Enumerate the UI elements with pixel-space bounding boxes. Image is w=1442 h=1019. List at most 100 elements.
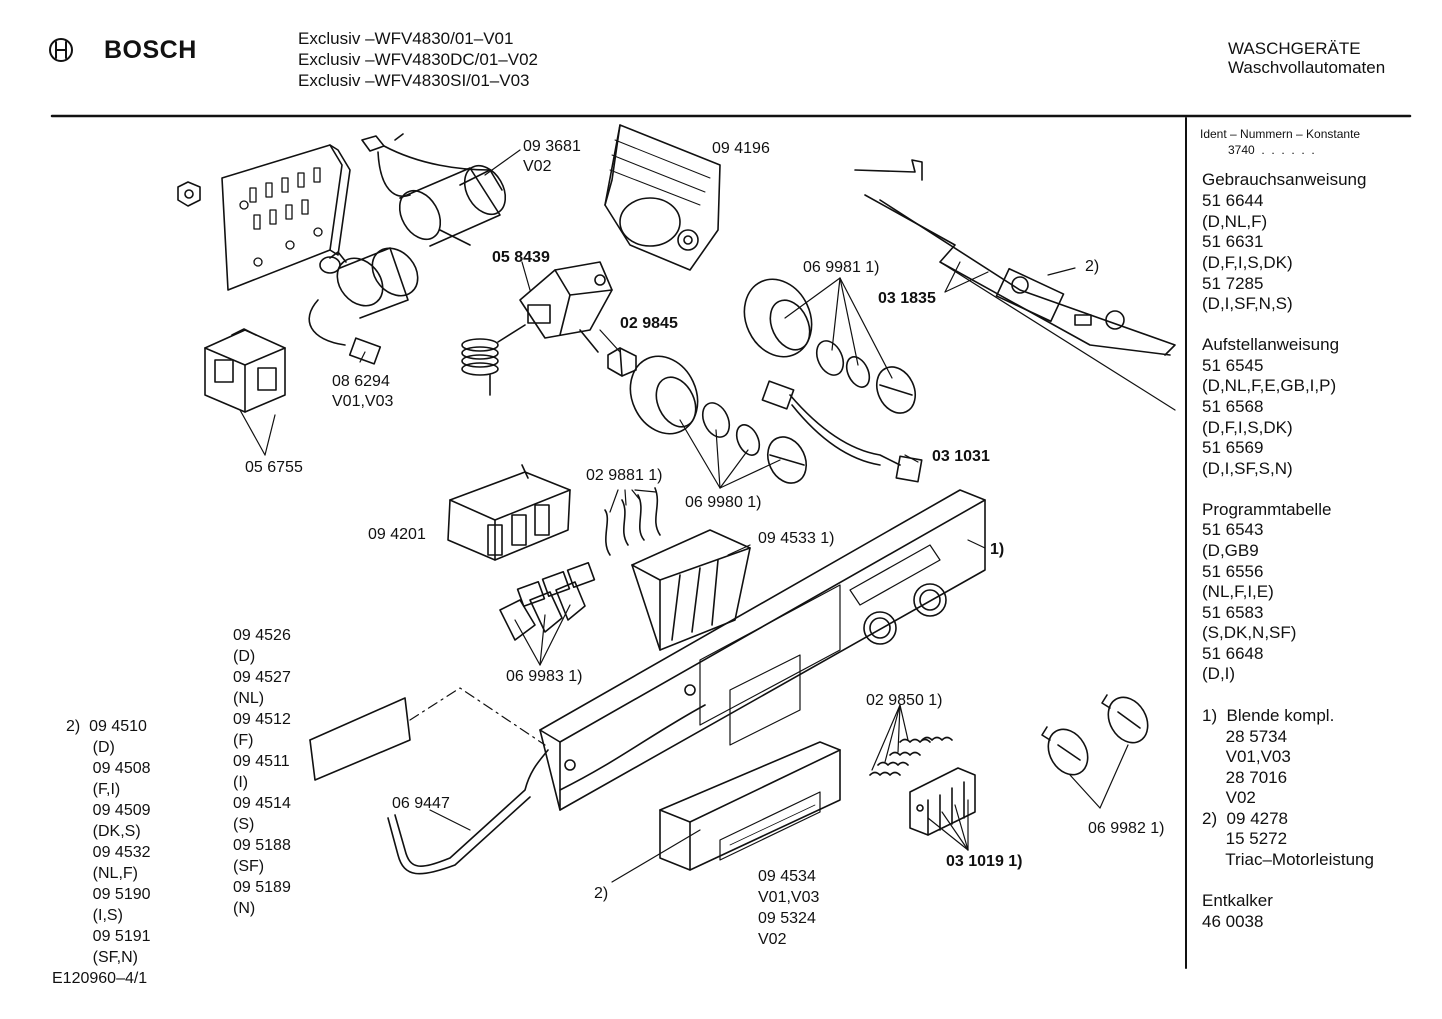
part-label: 02 9850 1) — [866, 692, 943, 709]
variant-line: (I) — [233, 774, 249, 791]
programm-line: 51 6583 — [1202, 603, 1264, 622]
model-line-1: Exclusiv –WFV4830/01–V01 — [298, 29, 514, 48]
connector-part-029845 — [608, 348, 636, 376]
programm-title: Programmtabelle — [1202, 500, 1332, 519]
part-label: 03 1019 1) — [946, 853, 1023, 870]
variant-line: (NL,F) — [66, 865, 138, 882]
aufstell-line: (D,I,SF,S,N) — [1202, 459, 1293, 478]
programm-line: (S,DK,N,SF) — [1202, 623, 1297, 642]
variant-line: (F) — [233, 732, 254, 749]
coil-spring-part — [462, 325, 525, 395]
programm-line: 51 6543 — [1202, 520, 1264, 539]
part-label: 06 9982 1) — [1088, 820, 1165, 837]
variant-line: (F,I) — [66, 781, 121, 798]
note-line: 28 5734 — [1202, 727, 1288, 746]
part-label: 2) — [1085, 258, 1100, 275]
programm-line: (D,GB9 — [1202, 541, 1259, 560]
assembly-dash-line — [410, 688, 545, 745]
gebrauch-line: (D,F,I,S,DK) — [1202, 253, 1293, 272]
part-label: 05 8439 — [492, 249, 550, 266]
part-label: 06 9447 — [392, 795, 450, 812]
part-label: 06 9981 1) — [803, 259, 880, 276]
part-label: V01,V03 — [332, 393, 394, 410]
note-line: V02 — [1202, 788, 1256, 807]
aufstell-line: 51 6568 — [1202, 397, 1264, 416]
part-label: 09 5324 — [758, 910, 816, 927]
part-label: 03 1031 — [932, 448, 990, 465]
note-line: V01,V03 — [1202, 747, 1291, 766]
variant-line: 09 4526 — [233, 627, 291, 644]
part-label: V02 — [758, 931, 787, 948]
aufstell-line: (D,F,I,S,DK) — [1202, 418, 1293, 437]
capacitor-part-093681 — [362, 134, 514, 247]
variant-line: (D) — [66, 739, 115, 756]
category-title: WASCHGERÄTE — [1228, 39, 1361, 58]
part-label: 02 9845 — [620, 315, 678, 332]
variant-line: 09 5190 — [66, 886, 151, 903]
variant-line: 09 4509 — [66, 802, 151, 819]
part-label: 1) — [990, 541, 1005, 558]
part-label: 09 4533 1) — [758, 530, 835, 547]
part-label: 08 6294 — [332, 373, 390, 390]
dispenser-drawer-part-094534 — [660, 742, 840, 870]
part-label: 09 4196 — [712, 140, 770, 157]
gebrauch-line: (D,NL,F) — [1202, 212, 1268, 231]
entkalker-title: Entkalker — [1202, 891, 1273, 910]
knob-ring-part-069981b — [842, 353, 874, 390]
transformer-part-056755 — [205, 329, 285, 412]
ident-title: Ident – Nummern – Konstante — [1200, 127, 1361, 141]
switch-block-part-094201 — [448, 465, 570, 560]
programm-line: 51 6648 — [1202, 644, 1264, 663]
part-label: 06 9983 1) — [506, 668, 583, 685]
aufstell-line: (D,NL,F,E,GB,I,P) — [1202, 376, 1337, 395]
variant-line: (DK,S) — [66, 823, 141, 840]
hex-key-part-069447 — [388, 750, 548, 874]
category-subtitle: Waschvollautomaten — [1228, 58, 1386, 77]
ident-value: 3740 . . . . . . — [1228, 143, 1315, 157]
entkalker-value: 46 0038 — [1202, 912, 1264, 931]
part-label: 09 3681 — [523, 138, 581, 155]
model-line-2: Exclusiv –WFV4830DC/01–V02 — [298, 50, 539, 69]
gebrauch-line: 51 6631 — [1202, 232, 1264, 251]
variant-line: (SF,N) — [66, 949, 138, 966]
contact-spring-part-029881 — [605, 488, 660, 555]
part-label: 02 9881 1) — [586, 467, 663, 484]
variant-line: 09 4512 — [233, 711, 291, 728]
wiring-connector-part-031031 — [762, 381, 921, 482]
variant-line: (I,S) — [66, 907, 123, 924]
part-label: 2) — [594, 885, 609, 902]
aufstell-title: Aufstellanweisung — [1202, 335, 1340, 354]
contact-holder-part-094533 — [632, 530, 750, 650]
programm-line: (NL,F,I,E) — [1202, 582, 1274, 601]
variant-line: 09 5189 — [233, 879, 291, 896]
variant-line: 09 4511 — [233, 753, 290, 770]
variant-line: (NL) — [233, 690, 265, 707]
button-set-part-069983 — [500, 563, 594, 640]
part-label: 09 4201 — [368, 526, 426, 543]
aufstell-line: 51 6569 — [1202, 438, 1264, 457]
note-line: 1) Blende kompl. — [1202, 706, 1335, 725]
part-label: V02 — [523, 158, 552, 175]
knob-ring-part-069981a — [812, 337, 849, 380]
knob-cap-part-069981 — [732, 268, 824, 368]
note-line: 28 7016 — [1202, 768, 1288, 787]
note-line: Triac–Motorleistung — [1202, 850, 1374, 869]
button-block-part-031019 — [910, 768, 975, 835]
gebrauch-line: 51 7285 — [1202, 274, 1264, 293]
variant-line: 09 4514 — [233, 795, 291, 812]
label-plate-part — [310, 698, 410, 780]
knobs-part-069982 — [1040, 690, 1155, 782]
variant-line: 09 4527 — [233, 669, 291, 686]
gebrauch-line: 51 6644 — [1202, 191, 1264, 210]
knob-base-part-069981 — [870, 361, 923, 420]
springs-part-029850 — [870, 738, 952, 776]
variant-line: 09 4508 — [66, 760, 151, 777]
gebrauch-title: Gebrauchsanweisung — [1202, 170, 1367, 189]
model-line-3: Exclusiv –WFV4830SI/01–V03 — [298, 71, 530, 90]
variant-line: (S) — [233, 816, 255, 833]
part-label: 06 9980 1) — [685, 494, 762, 511]
brand-logo: BOSCH — [104, 36, 197, 64]
variant-line: (SF) — [233, 858, 265, 875]
